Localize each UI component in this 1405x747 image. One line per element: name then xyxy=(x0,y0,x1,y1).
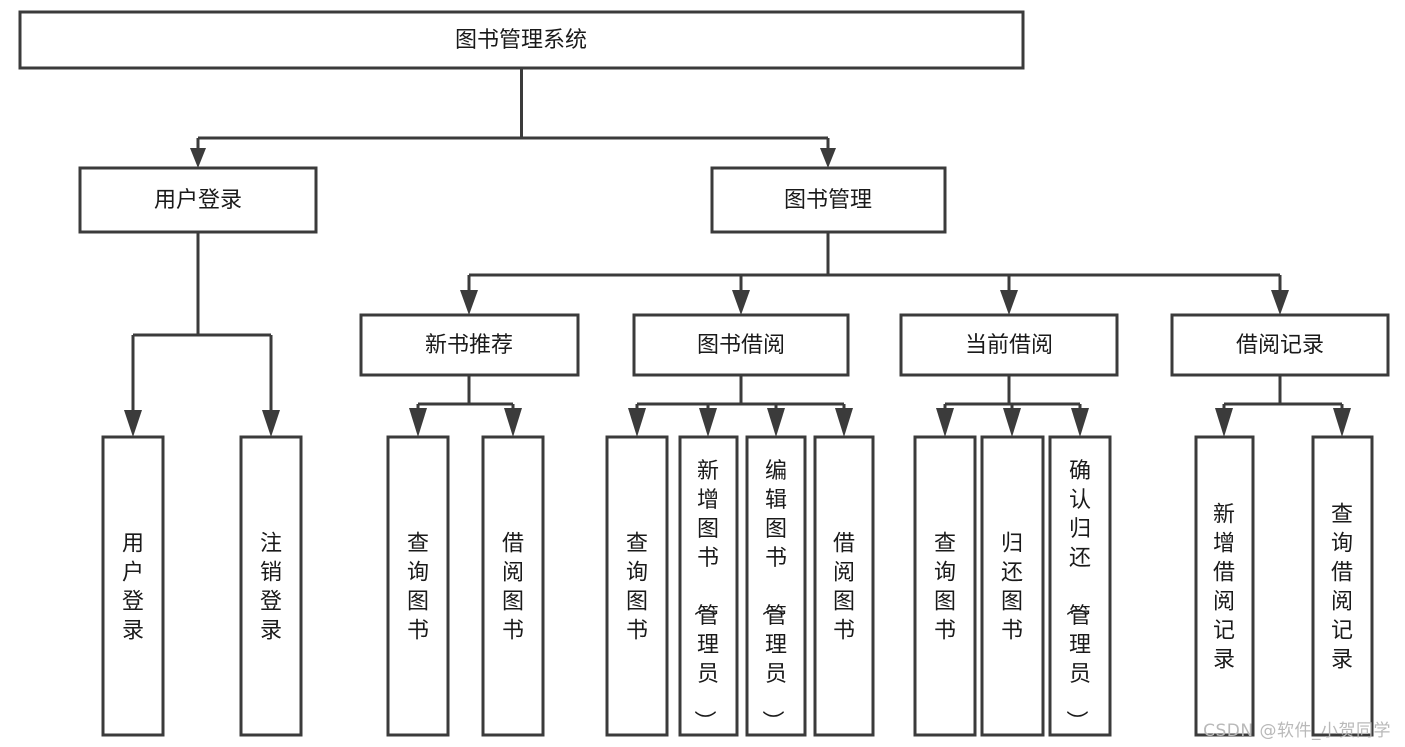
leaf-add-book-box[interactable] xyxy=(678,435,739,737)
arrowhead-leaf-query-book-3 xyxy=(936,408,954,437)
leaf-return-book-box[interactable] xyxy=(980,435,1045,737)
arrowhead-borrow-record xyxy=(1271,290,1289,315)
leaf-user-login[interactable]: 用户登录 xyxy=(101,435,165,737)
node-new-book-recommend-label: 新书推荐 xyxy=(425,333,513,358)
leaf-query-book-2-label: 查询图书 xyxy=(626,532,648,644)
leaf-add-record-label: 新增借阅记录 xyxy=(1213,503,1235,673)
leaf-edit-book-label: 编辑图书（管理员） xyxy=(759,459,787,732)
node-root-system-label: 图书管理系统 xyxy=(455,28,587,53)
arrowhead-leaf-user-login xyxy=(124,410,142,437)
leaf-edit-book-box[interactable] xyxy=(745,435,807,737)
leaf-return-book[interactable]: 归还图书 xyxy=(980,435,1045,737)
arrowhead-leaf-query-book-1 xyxy=(409,408,427,437)
leaf-query-book-2-box[interactable] xyxy=(605,435,669,737)
arrowhead-leaf-borrow-book-1 xyxy=(504,408,522,437)
arrowhead-leaf-confirm-return xyxy=(1071,408,1089,437)
leaf-borrow-book-1-box[interactable] xyxy=(481,435,545,737)
node-book-management-label: 图书管理 xyxy=(784,188,872,213)
arrowhead-leaf-return-book xyxy=(1003,408,1021,437)
arrowhead-leaf-add-book xyxy=(699,408,717,437)
node-new-book-recommend-box[interactable] xyxy=(359,313,580,377)
node-root-system-box[interactable] xyxy=(18,10,1025,70)
arrowhead-leaf-add-record xyxy=(1215,408,1233,437)
connector-layer xyxy=(124,68,1351,437)
arrowhead-book-borrow xyxy=(732,290,750,315)
leaf-borrow-book-2-box[interactable] xyxy=(813,435,875,737)
leaf-borrow-book-2-label: 借阅图书 xyxy=(833,532,855,644)
arrowhead-book-mgmt xyxy=(820,148,836,168)
node-current-borrow[interactable]: 当前借阅 xyxy=(899,313,1119,377)
node-book-management-box[interactable] xyxy=(710,166,947,234)
leaf-borrow-book-1-label: 借阅图书 xyxy=(502,532,524,644)
arrowhead-user-login xyxy=(190,148,206,168)
leaf-edit-book[interactable]: 编辑图书（管理员） xyxy=(745,435,807,737)
leaf-confirm-return-label: 确认归还（管理员） xyxy=(1063,459,1091,732)
node-user-login-box[interactable] xyxy=(78,166,318,234)
arrowhead-leaf-borrow-book-2 xyxy=(835,408,853,437)
leaf-add-book-label: 新增图书（管理员） xyxy=(691,459,719,732)
node-borrow-record-box[interactable] xyxy=(1170,313,1390,377)
leaf-add-record[interactable]: 新增借阅记录 xyxy=(1194,435,1255,737)
node-new-book-recommend[interactable]: 新书推荐 xyxy=(359,313,580,377)
arrowhead-leaf-query-book-2 xyxy=(628,408,646,437)
node-user-login-label: 用户登录 xyxy=(154,188,242,213)
node-current-borrow-label: 当前借阅 xyxy=(965,333,1053,358)
leaf-query-record[interactable]: 查询借阅记录 xyxy=(1311,435,1374,737)
leaf-query-book-1[interactable]: 查询图书 xyxy=(386,435,450,737)
arrowhead-current-borrow xyxy=(1000,290,1018,315)
leaf-logout[interactable]: 注销登录 xyxy=(239,435,303,737)
node-book-borrow-label: 图书借阅 xyxy=(697,333,785,358)
leaf-query-book-1-box[interactable] xyxy=(386,435,450,737)
leaf-user-login-box[interactable] xyxy=(101,435,165,737)
arrowhead-leaf-logout xyxy=(262,410,280,437)
leaf-query-book-3-label: 查询图书 xyxy=(934,532,956,644)
leaf-query-record-label: 查询借阅记录 xyxy=(1331,503,1353,673)
leaf-borrow-book-1[interactable]: 借阅图书 xyxy=(481,435,545,737)
leaf-borrow-book-2[interactable]: 借阅图书 xyxy=(813,435,875,737)
arrowhead-leaf-edit-book xyxy=(767,408,785,437)
leaf-query-book-3-box[interactable] xyxy=(913,435,977,737)
node-book-borrow[interactable]: 图书借阅 xyxy=(632,313,850,377)
leaf-add-book[interactable]: 新增图书（管理员） xyxy=(678,435,739,737)
leaf-add-record-box[interactable] xyxy=(1194,435,1255,737)
leaf-return-book-label: 归还图书 xyxy=(1001,532,1023,644)
node-book-borrow-box[interactable] xyxy=(632,313,850,377)
node-borrow-record-label: 借阅记录 xyxy=(1236,333,1324,358)
node-book-management[interactable]: 图书管理 xyxy=(710,166,947,234)
node-borrow-record[interactable]: 借阅记录 xyxy=(1170,313,1390,377)
leaf-query-book-2[interactable]: 查询图书 xyxy=(605,435,669,737)
node-user-login[interactable]: 用户登录 xyxy=(78,166,318,234)
arrowhead-leaf-query-record xyxy=(1333,408,1351,437)
node-current-borrow-box[interactable] xyxy=(899,313,1119,377)
leaf-logout-label: 注销登录 xyxy=(260,532,282,644)
leaf-query-record-box[interactable] xyxy=(1311,435,1374,737)
leaf-query-book-1-label: 查询图书 xyxy=(407,532,429,644)
leaf-confirm-return[interactable]: 确认归还（管理员） xyxy=(1048,435,1112,737)
node-root-system[interactable]: 图书管理系统 xyxy=(18,10,1025,70)
arrowhead-new-book xyxy=(460,290,478,315)
leaf-user-login-label: 用户登录 xyxy=(122,532,144,644)
leaf-logout-box[interactable] xyxy=(239,435,303,737)
leaf-confirm-return-box[interactable] xyxy=(1048,435,1112,737)
leaf-query-book-3[interactable]: 查询图书 xyxy=(913,435,977,737)
